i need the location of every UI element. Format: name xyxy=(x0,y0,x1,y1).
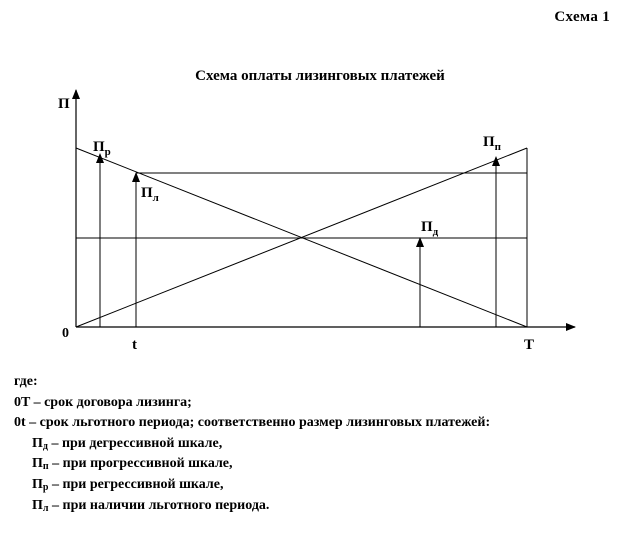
progressive-label: Пп xyxy=(483,134,502,153)
origin-label: 0 xyxy=(62,326,69,341)
legend-grace-line: 0t – срок льготного периода; соответстве… xyxy=(14,415,491,431)
grace-period-label: Пл xyxy=(141,185,159,204)
progressive-diagonal xyxy=(75,147,528,328)
regressive-label: Пр xyxy=(93,139,111,158)
tick-T-label: T xyxy=(524,337,534,353)
legend-term-line: 0T – срок договора лизинга; xyxy=(14,394,192,410)
degressive-label: Пд xyxy=(421,219,439,238)
legend-intro: где: xyxy=(14,374,38,389)
scheme-title: Схема оплаты лизинговых платежей xyxy=(195,68,445,84)
scheme-number: Схема 1 xyxy=(554,9,610,25)
legend-item-degressive: Пд – при дегрессивной шкале, xyxy=(32,435,223,452)
legend-item-progressive: Пп – при прогрессивной шкале, xyxy=(32,456,233,473)
y-axis-label: П xyxy=(58,96,70,112)
legend-item-regressive: Пр – при регрессивной шкале, xyxy=(32,476,224,493)
legend: где: 0T – срок договора лизинга; 0t – ср… xyxy=(14,372,490,516)
tick-t-label: t xyxy=(132,337,137,353)
legend-item-grace: Пл – при наличии льготного периода. xyxy=(32,497,270,514)
